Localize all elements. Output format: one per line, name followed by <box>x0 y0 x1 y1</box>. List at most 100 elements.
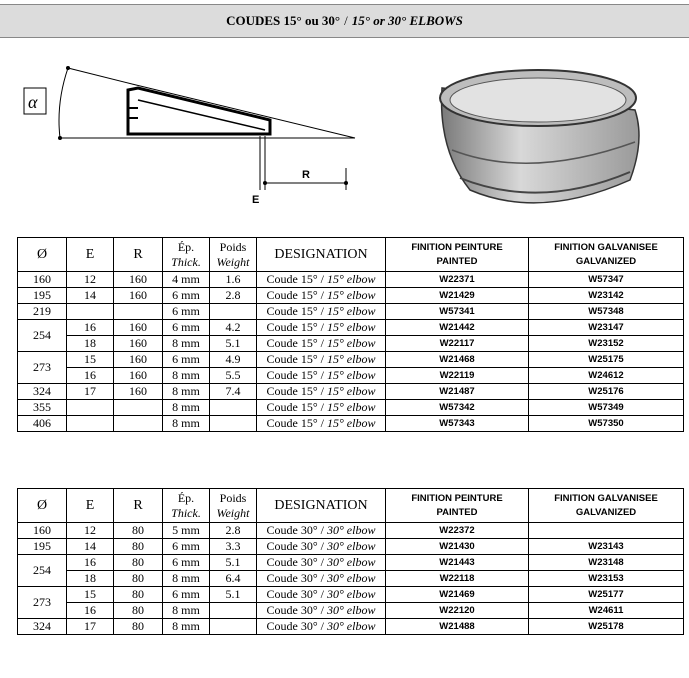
weight-fr: Poids <box>219 490 247 505</box>
designation-en: 15° elbow <box>327 400 376 415</box>
cell-thickness: 8 mm <box>162 602 210 619</box>
cell-designation: Coude 15° /15° elbow <box>256 271 386 288</box>
cell-r: 80 <box>113 538 163 555</box>
designation-fr: Coude 15° / <box>266 352 324 367</box>
alpha-label: α <box>28 92 38 112</box>
r-label: R <box>302 169 310 181</box>
cell-weight: 5.5 <box>209 367 257 384</box>
designation-fr: Coude 30° / <box>266 619 324 634</box>
cell-r: 160 <box>113 319 163 336</box>
cell-weight: 5.1 <box>209 554 257 571</box>
designation-en: 15° elbow <box>327 288 376 303</box>
cell-weight <box>209 415 257 432</box>
thick-en: Thick. <box>171 254 201 269</box>
cell-r <box>113 303 163 320</box>
designation-en: 30° elbow <box>327 539 376 554</box>
cell-painted-code: W21468 <box>385 351 529 368</box>
col-painted: FINITION PEINTURE PAINTED <box>385 237 529 272</box>
galv-en: GALVANIZED <box>575 255 637 267</box>
cell-designation: Coude 30° /30° elbow <box>256 570 386 587</box>
galv-fr: FINITION GALVANISEE <box>554 492 658 504</box>
alpha-box <box>23 87 47 115</box>
cell-thickness: 6 mm <box>162 351 210 368</box>
cell-weight <box>209 303 257 320</box>
cell-r: 160 <box>113 271 163 288</box>
cell-thickness: 8 mm <box>162 618 210 635</box>
weight-en: Weight <box>216 505 250 520</box>
col-galvanized: FINITION GALVANISEE GALVANIZED <box>528 488 684 523</box>
cell-weight: 4.9 <box>209 351 257 368</box>
designation-en: 30° elbow <box>327 603 376 618</box>
galv-en: GALVANIZED <box>575 506 637 518</box>
designation-fr: Coude 15° / <box>266 304 324 319</box>
cell-diameter: 160 <box>17 522 67 539</box>
cell-e: 17 <box>66 383 114 400</box>
cell-e <box>66 303 114 320</box>
paint-en: PAINTED <box>436 255 478 267</box>
cell-e <box>66 415 114 432</box>
cell-painted-code: W21443 <box>385 554 529 571</box>
paint-fr: FINITION PEINTURE <box>411 492 503 504</box>
designation-fr: Coude 15° / <box>266 384 324 399</box>
title-en: 15° or 30° ELBOWS <box>351 13 463 28</box>
cell-galvanized-code: W25175 <box>528 351 684 368</box>
cell-weight: 5.1 <box>209 586 257 603</box>
cell-diameter: 254 <box>17 319 67 352</box>
cell-galvanized-code: W24612 <box>528 367 684 384</box>
cell-weight: 2.8 <box>209 287 257 304</box>
cell-e: 16 <box>66 554 114 571</box>
cell-r: 80 <box>113 570 163 587</box>
cell-galvanized-code: W24611 <box>528 602 684 619</box>
cell-diameter: 355 <box>17 399 67 416</box>
cell-weight: 2.8 <box>209 522 257 539</box>
cell-weight <box>209 618 257 635</box>
designation-en: 15° elbow <box>327 368 376 383</box>
designation-en: 30° elbow <box>327 523 376 538</box>
cell-thickness: 8 mm <box>162 335 210 352</box>
cell-designation: Coude 15° /15° elbow <box>256 319 386 336</box>
cell-galvanized-code: W57349 <box>528 399 684 416</box>
cell-weight: 3.3 <box>209 538 257 555</box>
cell-galvanized-code: W25178 <box>528 618 684 635</box>
cell-e: 16 <box>66 319 114 336</box>
cell-galvanized-code <box>528 522 684 539</box>
designation-fr: Coude 15° / <box>266 288 324 303</box>
cell-r: 160 <box>113 383 163 400</box>
col-thickness: Ép.Thick. <box>162 488 210 523</box>
designation-en: 30° elbow <box>327 587 376 602</box>
designation-en: 15° elbow <box>327 304 376 319</box>
designation-en: 30° elbow <box>327 571 376 586</box>
cell-galvanized-code: W23147 <box>528 319 684 336</box>
thick-en: Thick. <box>171 505 201 520</box>
elbow-diagram: α R E <box>23 66 356 206</box>
designation-fr: Coude 15° / <box>266 400 324 415</box>
cell-r: 80 <box>113 522 163 539</box>
col-thickness: Ép.Thick. <box>162 237 210 272</box>
cell-e: 12 <box>66 522 114 539</box>
designation-fr: Coude 30° / <box>266 523 324 538</box>
cell-weight <box>209 399 257 416</box>
cell-thickness: 6 mm <box>162 303 210 320</box>
cell-galvanized-code: W23148 <box>528 554 684 571</box>
cell-e: 14 <box>66 287 114 304</box>
cell-galvanized-code: W23152 <box>528 335 684 352</box>
cell-designation: Coude 30° /30° elbow <box>256 554 386 571</box>
cell-galvanized-code: W23143 <box>528 538 684 555</box>
cell-r: 160 <box>113 335 163 352</box>
galv-fr: FINITION GALVANISEE <box>554 241 658 253</box>
thick-fr: Ép. <box>177 239 195 254</box>
designation-en: 15° elbow <box>327 336 376 351</box>
designation-en: 30° elbow <box>327 619 376 634</box>
cell-weight: 6.4 <box>209 570 257 587</box>
cell-designation: Coude 30° /30° elbow <box>256 602 386 619</box>
cell-galvanized-code: W23153 <box>528 570 684 587</box>
cell-e: 15 <box>66 351 114 368</box>
paint-fr: FINITION PEINTURE <box>411 241 503 253</box>
